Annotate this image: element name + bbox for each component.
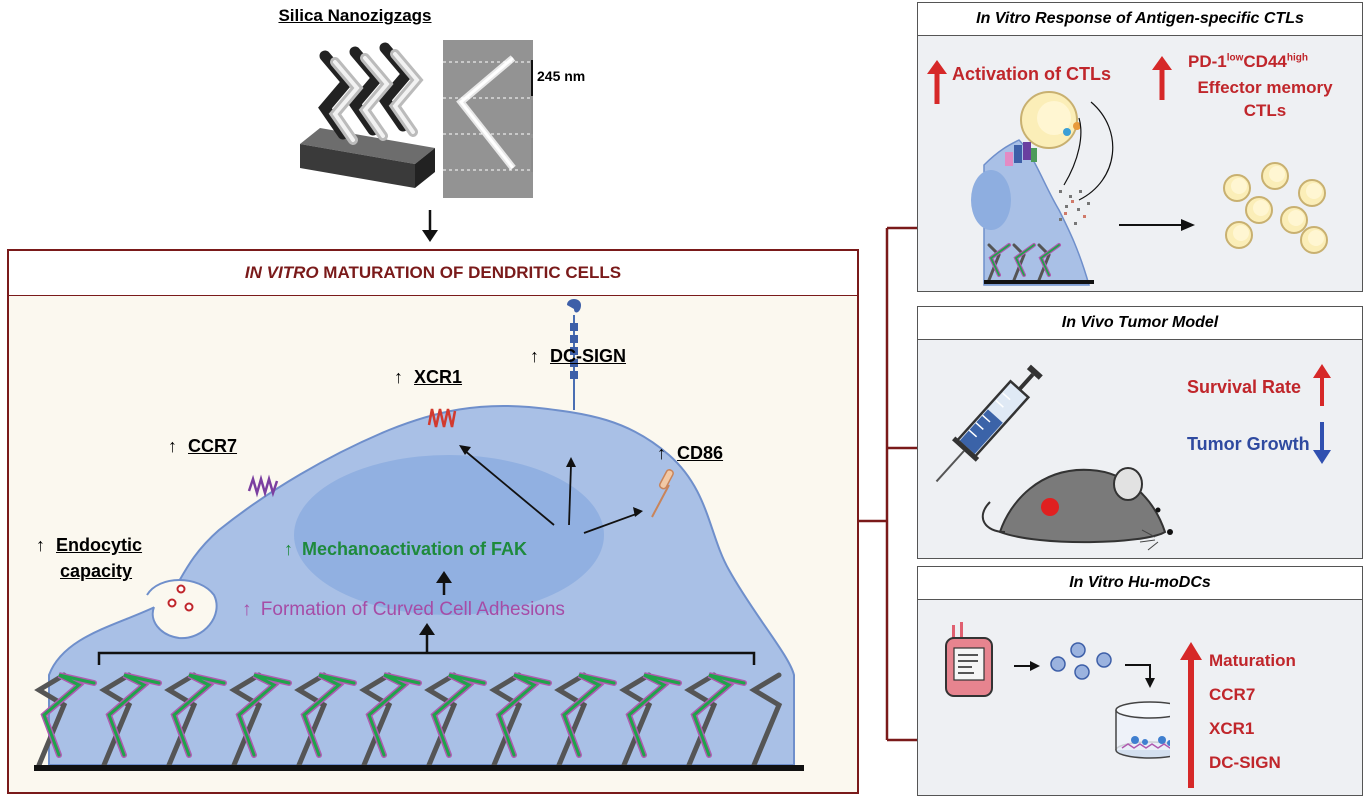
- nanozigzag-illustration: [300, 42, 435, 188]
- list-item: DC-SIGN: [1209, 753, 1281, 772]
- maturation-panel-header: IN VITRO MATURATION OF DENDRITIC CELLS: [9, 251, 857, 296]
- mouse-injection-illustration: [935, 364, 1173, 551]
- down-arrow: [422, 210, 438, 242]
- hu-modcs-illustration: [945, 622, 1170, 759]
- list-item: CCR7: [1209, 685, 1256, 704]
- blue-down-arrow-icon: [1313, 422, 1331, 464]
- blood-bag-icon: [945, 622, 993, 697]
- list-item: XCR1: [1209, 719, 1255, 738]
- up-arrow-icon: ↑: [242, 599, 252, 620]
- panel-tumor-title: In Vivo Tumor Model: [918, 307, 1362, 340]
- label-tumor-growth: Tumor Growth: [1187, 434, 1310, 454]
- sem-micrograph: [443, 40, 533, 198]
- label-survival-rate: Survival Rate: [1187, 377, 1302, 397]
- label-ccr7: ↑ CCR7: [168, 436, 238, 456]
- up-arrow-icon: ↑: [284, 539, 293, 559]
- ctl-activation-illustration: [971, 91, 1328, 286]
- red-up-arrow-icon: [1313, 364, 1331, 406]
- label-activation-ctls: Activation of CTLs: [952, 64, 1112, 84]
- red-up-arrow-icon: [927, 60, 947, 104]
- red-up-arrow-icon: [1152, 56, 1172, 100]
- up-arrow-icon: ↑: [657, 443, 666, 463]
- hu-modcs-list: Maturation CCR7 XCR1 DC-SIGN: [1209, 644, 1296, 780]
- list-item: Maturation: [1209, 651, 1296, 670]
- red-up-arrow-icon: [1180, 642, 1202, 788]
- up-arrow-icon: ↑: [168, 436, 177, 456]
- panel-ctl-title: In Vitro Response of Antigen-specific CT…: [918, 3, 1362, 36]
- dendritic-cell-illustration: [34, 299, 804, 771]
- label-effector-memory: Effector memory CTLs: [1197, 78, 1333, 120]
- xcr1-receptor: [427, 408, 457, 428]
- culture-dish-icon: [1115, 701, 1170, 759]
- nucleus: [294, 455, 604, 615]
- up-arrow-icon: ↑: [36, 535, 45, 555]
- dcsign-receptor: [567, 299, 581, 410]
- panel-title-rest: MATURATION OF DENDRITIC CELLS: [318, 263, 622, 282]
- panel-title-italic: IN VITRO: [244, 263, 319, 282]
- panel-hu-modcs-title: In Vitro Hu-moDCs: [918, 567, 1362, 600]
- ccr7-receptor: [247, 474, 279, 498]
- label-xcr1: ↑ XCR1: [394, 367, 463, 387]
- label-pd1-cd44: PD-1lowCD44high: [1188, 52, 1308, 71]
- scale-bars: [531, 60, 533, 172]
- label-formation: ↑ Formation of Curved Cell Adhesions: [242, 599, 565, 620]
- label-cd86: ↑ CD86: [657, 443, 724, 463]
- nanozigzag-title: Silica Nanozigzags: [278, 6, 432, 25]
- label-mechanoactivation: ↑ Mechanoactivation of FAK: [284, 539, 528, 559]
- scale-label: 245 nm: [537, 68, 586, 84]
- cd86-receptor: [651, 469, 674, 518]
- up-arrow-icon: ↑: [394, 367, 403, 387]
- label-endocytic: ↑ Endocytic capacity: [36, 535, 143, 581]
- up-arrow-icon: ↑: [530, 346, 539, 366]
- label-dcsign: ↑ DC-SIGN: [530, 346, 627, 366]
